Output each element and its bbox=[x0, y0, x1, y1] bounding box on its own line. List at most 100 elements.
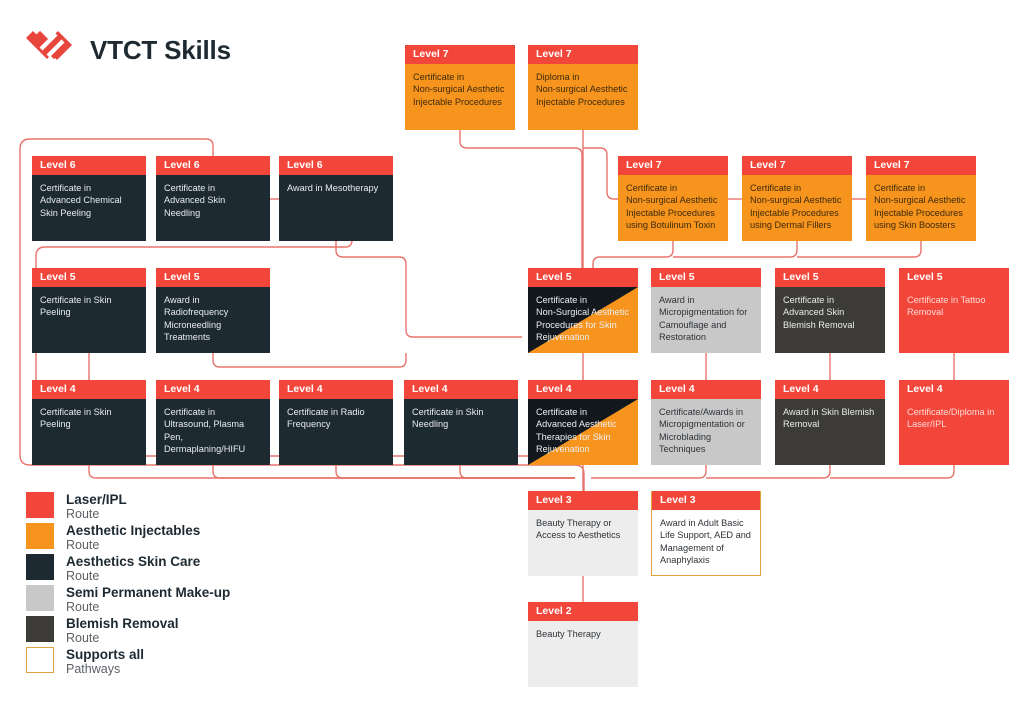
card-body: Certificate in Non-Surgical Aesthetic Pr… bbox=[528, 287, 638, 353]
card-title: Certificate in Skin Peeling bbox=[40, 407, 112, 430]
card-level-label: Level 4 bbox=[775, 380, 885, 399]
legend-subtitle: Route bbox=[66, 507, 100, 521]
vtct-chevron-logo-icon bbox=[26, 31, 72, 60]
qualification-card-l4-skin-needling[interactable]: Level 4 Certificate in Skin Needling bbox=[404, 380, 518, 465]
qualification-card-l4-skin-peeling[interactable]: Level 4 Certificate in Skin Peeling bbox=[32, 380, 146, 465]
card-body: Certificate in Advanced Skin Needling bbox=[156, 175, 270, 241]
qualification-card-l5-skin-peeling[interactable]: Level 5 Certificate in Skin Peeling bbox=[32, 268, 146, 353]
card-body: Certificate in Skin Peeling bbox=[32, 287, 146, 353]
card-body: Certificate in Non-surgical Aesthetic In… bbox=[866, 175, 976, 241]
legend-swatch-charcoal bbox=[26, 616, 54, 642]
wire-l4peel-bus bbox=[88, 465, 575, 479]
card-body: Diploma in Non-surgical Aesthetic Inject… bbox=[528, 64, 638, 130]
card-title: Beauty Therapy bbox=[536, 629, 601, 639]
card-level-label: Level 5 bbox=[899, 268, 1009, 287]
wire-l7cert-to-l5rejuv bbox=[459, 130, 583, 268]
card-fill-primary bbox=[866, 175, 976, 241]
card-body: Certificate in Non-surgical Aesthetic In… bbox=[618, 175, 728, 241]
qualification-card-l5-tattoo-removal[interactable]: Level 5 Certificate in Tattoo Removal bbox=[899, 268, 1009, 353]
wire-rail-to-l5rejuv bbox=[592, 256, 607, 268]
card-body: Certificate/Diploma in Laser/IPL bbox=[899, 399, 1009, 465]
card-body: Award in Micropigmentation for Camouflag… bbox=[651, 287, 761, 353]
wire-trunk-to-botox bbox=[583, 147, 618, 200]
card-title: Beauty Therapy or Access to Aesthetics bbox=[536, 518, 621, 541]
card-fill-primary bbox=[528, 64, 638, 130]
brand-name: VTCT Skills bbox=[90, 34, 231, 65]
legend-swatch-dark bbox=[26, 554, 54, 580]
card-fill-primary bbox=[618, 175, 728, 241]
card-fill-primary bbox=[742, 175, 852, 241]
card-title: Certificate in Ultrasound, Plasma Pen, D… bbox=[164, 407, 246, 455]
legend-title: Aesthetics Skin Care bbox=[66, 554, 201, 569]
card-body: Award in Adult Basic Life Support, AED a… bbox=[652, 510, 760, 575]
card-fill-primary bbox=[775, 287, 885, 353]
card-level-label: Level 3 bbox=[652, 491, 760, 510]
card-level-label: Level 4 bbox=[404, 380, 518, 399]
card-fill-primary bbox=[528, 621, 638, 687]
card-level-label: Level 4 bbox=[156, 380, 270, 399]
qualification-card-l6-adv-skin-needling[interactable]: Level 6 Certificate in Advanced Skin Need… bbox=[156, 156, 270, 241]
card-title: Certificate in Tattoo Removal bbox=[907, 295, 986, 318]
wire-boosters-down bbox=[797, 241, 922, 258]
card-title: Certificate in Skin Needling bbox=[412, 407, 484, 430]
wire-l4blemish-bus bbox=[706, 465, 831, 479]
card-fill-primary bbox=[279, 399, 393, 465]
card-title: Certificate in Advanced Skin Needling bbox=[164, 183, 226, 218]
card-level-label: Level 4 bbox=[899, 380, 1009, 399]
legend-swatch-orange bbox=[26, 523, 54, 549]
card-fill-primary bbox=[279, 175, 393, 241]
wire-l4rf-bus bbox=[335, 465, 575, 479]
legend-swatch-outline bbox=[26, 647, 54, 673]
legend-title: Laser/IPL bbox=[66, 492, 127, 507]
card-body: Certificate in Ultrasound, Plasma Pen, D… bbox=[156, 399, 270, 465]
card-level-label: Level 6 bbox=[156, 156, 270, 175]
qualification-card-l4-micropigmentation[interactable]: Level 4 Certificate/Awards in Micropigmen… bbox=[651, 380, 761, 465]
card-level-label: Level 7 bbox=[866, 156, 976, 175]
legend-subtitle: Route bbox=[66, 569, 100, 583]
qualification-card-l4-ultrasound-plasma[interactable]: Level 4 Certificate in Ultrasound, Plasma… bbox=[156, 380, 270, 465]
card-body: Beauty Therapy bbox=[528, 621, 638, 687]
card-level-label: Level 5 bbox=[32, 268, 146, 287]
card-level-label: Level 4 bbox=[32, 380, 146, 399]
card-body: Certificate in Radio Frequency bbox=[279, 399, 393, 465]
legend-subtitle: Route bbox=[66, 600, 100, 614]
card-body: Certificate in Skin Needling bbox=[404, 399, 518, 465]
card-body: Certificate in Non-surgical Aesthetic In… bbox=[405, 64, 515, 130]
card-level-label: Level 4 bbox=[651, 380, 761, 399]
card-title: Award in Mesotherapy bbox=[287, 183, 379, 193]
legend-title: Aesthetic Injectables bbox=[66, 523, 201, 538]
card-title: Certificate in Skin Peeling bbox=[40, 295, 112, 318]
card-title: Certificate/Awards in Micropigmentation … bbox=[659, 407, 745, 455]
card-level-label: Level 5 bbox=[775, 268, 885, 287]
card-body: Award in Mesotherapy bbox=[279, 175, 393, 241]
legend-title: Supports all bbox=[66, 647, 145, 662]
wire-l4ultra-bus bbox=[212, 465, 575, 479]
